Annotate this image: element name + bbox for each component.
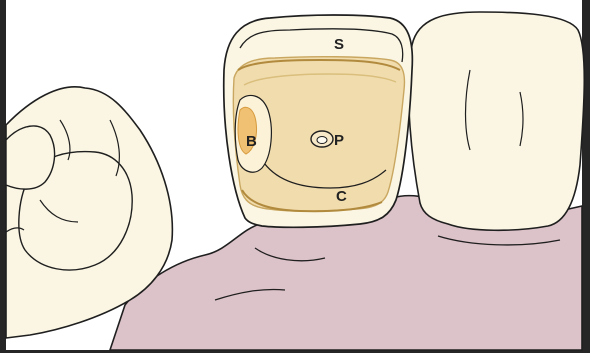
label-p: P [334,133,344,148]
label-c: C [336,189,347,204]
label-s: S [334,37,344,52]
adjacent-tooth-right [409,12,585,230]
molar-cusp [6,126,55,189]
label-b: B [246,134,257,149]
pulp-canal-hole [317,137,327,144]
